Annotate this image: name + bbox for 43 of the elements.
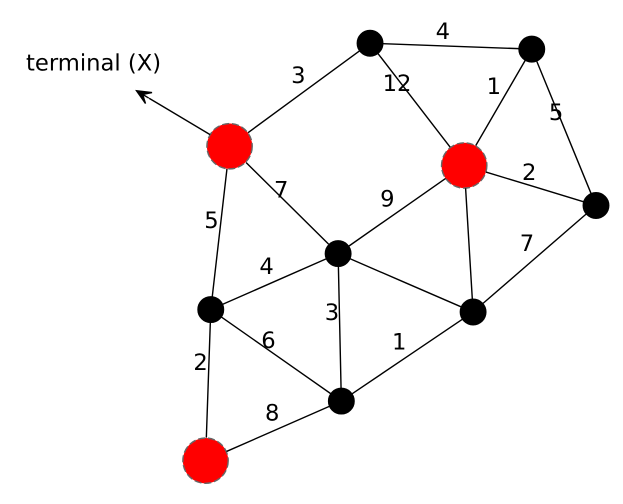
connector [221,316,332,394]
connector [206,322,212,438]
node-circle [518,36,546,63]
connector [246,162,330,245]
edge-label: 6 [261,328,276,354]
edge-label: 2 [522,160,536,186]
edge-label: 4 [259,254,274,280]
edge-label: 1 [486,74,501,100]
connector [382,43,519,50]
connector [486,171,584,202]
edge-label: 7 [520,231,534,258]
connector [378,53,451,148]
connector [212,168,228,297]
node-circle [356,30,384,57]
node-circle [197,296,224,324]
edge-label: 3 [324,300,340,326]
connector [226,406,330,452]
connector [338,266,342,388]
edge-label: 9 [380,186,394,212]
node-circle [328,388,355,415]
edge-label: 3 [291,62,306,89]
connector [482,213,587,304]
edge-label: 4 [436,18,450,45]
connector [475,60,526,146]
edge-label: 2 [193,350,208,376]
connector [248,50,360,134]
arrow [136,90,210,136]
node-text: terminal (X) [26,50,162,77]
connector [464,188,474,300]
node-circle [582,192,610,219]
connector [352,318,463,395]
edge-label: 5 [204,208,219,234]
edge-label: 8 [265,400,280,427]
node-circle [206,122,253,170]
node-circle [182,437,229,484]
connector [348,178,446,247]
node-circle [324,240,352,268]
connector [536,61,592,194]
edge-label: 1 [392,329,406,356]
node-circle [460,298,487,326]
node-circle [440,142,488,189]
connector [222,258,327,306]
connector [350,258,462,308]
